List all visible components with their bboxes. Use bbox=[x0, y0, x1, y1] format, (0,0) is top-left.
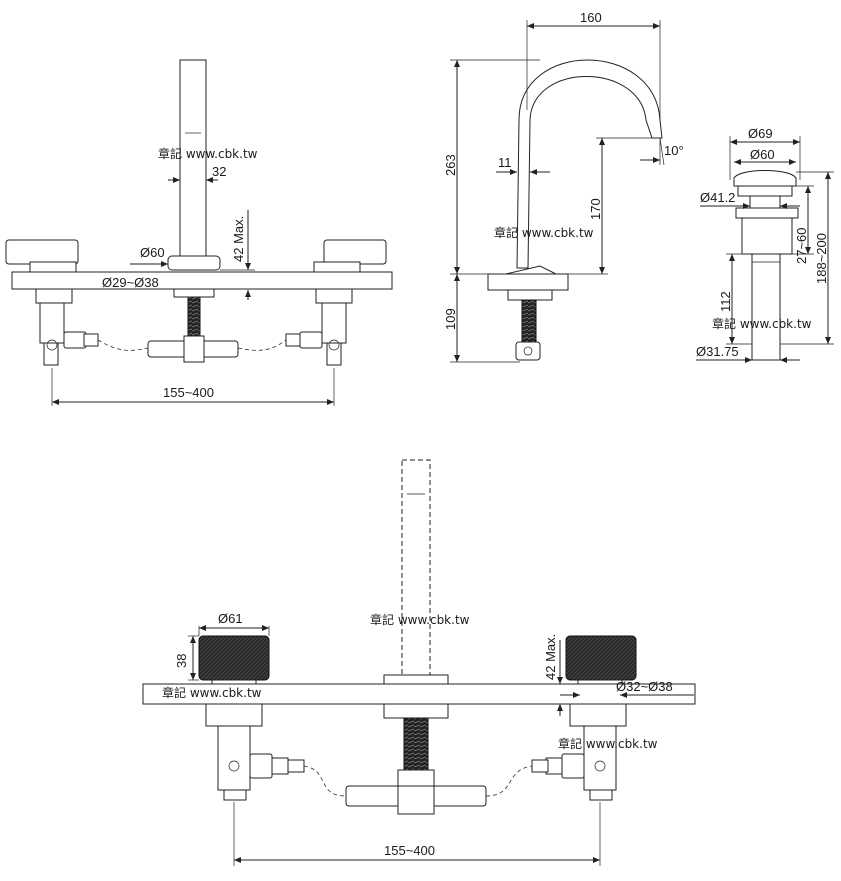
top-left-spout-dia-label: 32 bbox=[212, 164, 226, 179]
bottom-hole-dia-label: Ø32~Ø38 bbox=[616, 679, 673, 694]
outlet-height-label: 170 bbox=[588, 198, 603, 220]
top-left-front-view: 155~400 32 Ø60 Ø29~Ø38 42 Max. 章記 www.cb… bbox=[5, 59, 393, 406]
reach-label: 160 bbox=[580, 10, 602, 25]
angle-label: 10° bbox=[664, 143, 684, 158]
drain-cap-dia-label: Ø69 bbox=[748, 126, 773, 141]
watermark-bottom-center: 章記 www.cbk.tw bbox=[370, 612, 470, 627]
top-left-spacing-label: 155~400 bbox=[163, 385, 214, 400]
top-left-hole-dia-label: Ø29~Ø38 bbox=[102, 275, 159, 290]
bottom-front-view: 155~400 Ø61 38 42 Max. Ø32~Ø38 章記 www.cb… bbox=[142, 459, 696, 866]
watermark-bottom-right: 章記 www.cbk.tw bbox=[558, 736, 658, 751]
drain-top-dia-label: Ø60 bbox=[750, 147, 775, 162]
total-height-label: 263 bbox=[443, 154, 458, 176]
bottom-handle-dia-label: Ø61 bbox=[218, 611, 243, 626]
top-middle-side-view: 160 263 109 11 170 10° 章記 www.cbk.tw bbox=[443, 10, 684, 363]
bottom-max-height-label: 42 Max. bbox=[543, 634, 558, 680]
watermark-top-right: 章記 www.cbk.tw bbox=[712, 316, 812, 331]
drain-body-dia-label: Ø41.2 bbox=[700, 190, 735, 205]
bottom-handle-height-label: 38 bbox=[174, 654, 189, 668]
watermark-top-middle: 章記 www.cbk.tw bbox=[494, 225, 594, 240]
drain-range-b-label: 188~200 bbox=[814, 233, 829, 284]
bottom-spacing-label: 155~400 bbox=[384, 843, 435, 858]
below-deck-label: 109 bbox=[443, 308, 458, 330]
top-left-max-height-label: 42 Max. bbox=[231, 216, 246, 262]
drain-tail-dia-label: Ø31.75 bbox=[696, 344, 739, 359]
neck-dia-label: 11 bbox=[498, 155, 512, 170]
watermark-bottom-left: 章記 www.cbk.tw bbox=[162, 685, 262, 700]
watermark-top-left: 章記 www.cbk.tw bbox=[158, 146, 258, 161]
top-left-plate-dia-label: Ø60 bbox=[140, 245, 165, 260]
top-right-drain-view: Ø69 Ø60 Ø41.2 27~60 188~200 112 Ø31.75 章… bbox=[696, 126, 834, 363]
drain-tail-length-label: 112 bbox=[718, 291, 733, 312]
drain-range-a-label: 27~60 bbox=[794, 227, 809, 264]
